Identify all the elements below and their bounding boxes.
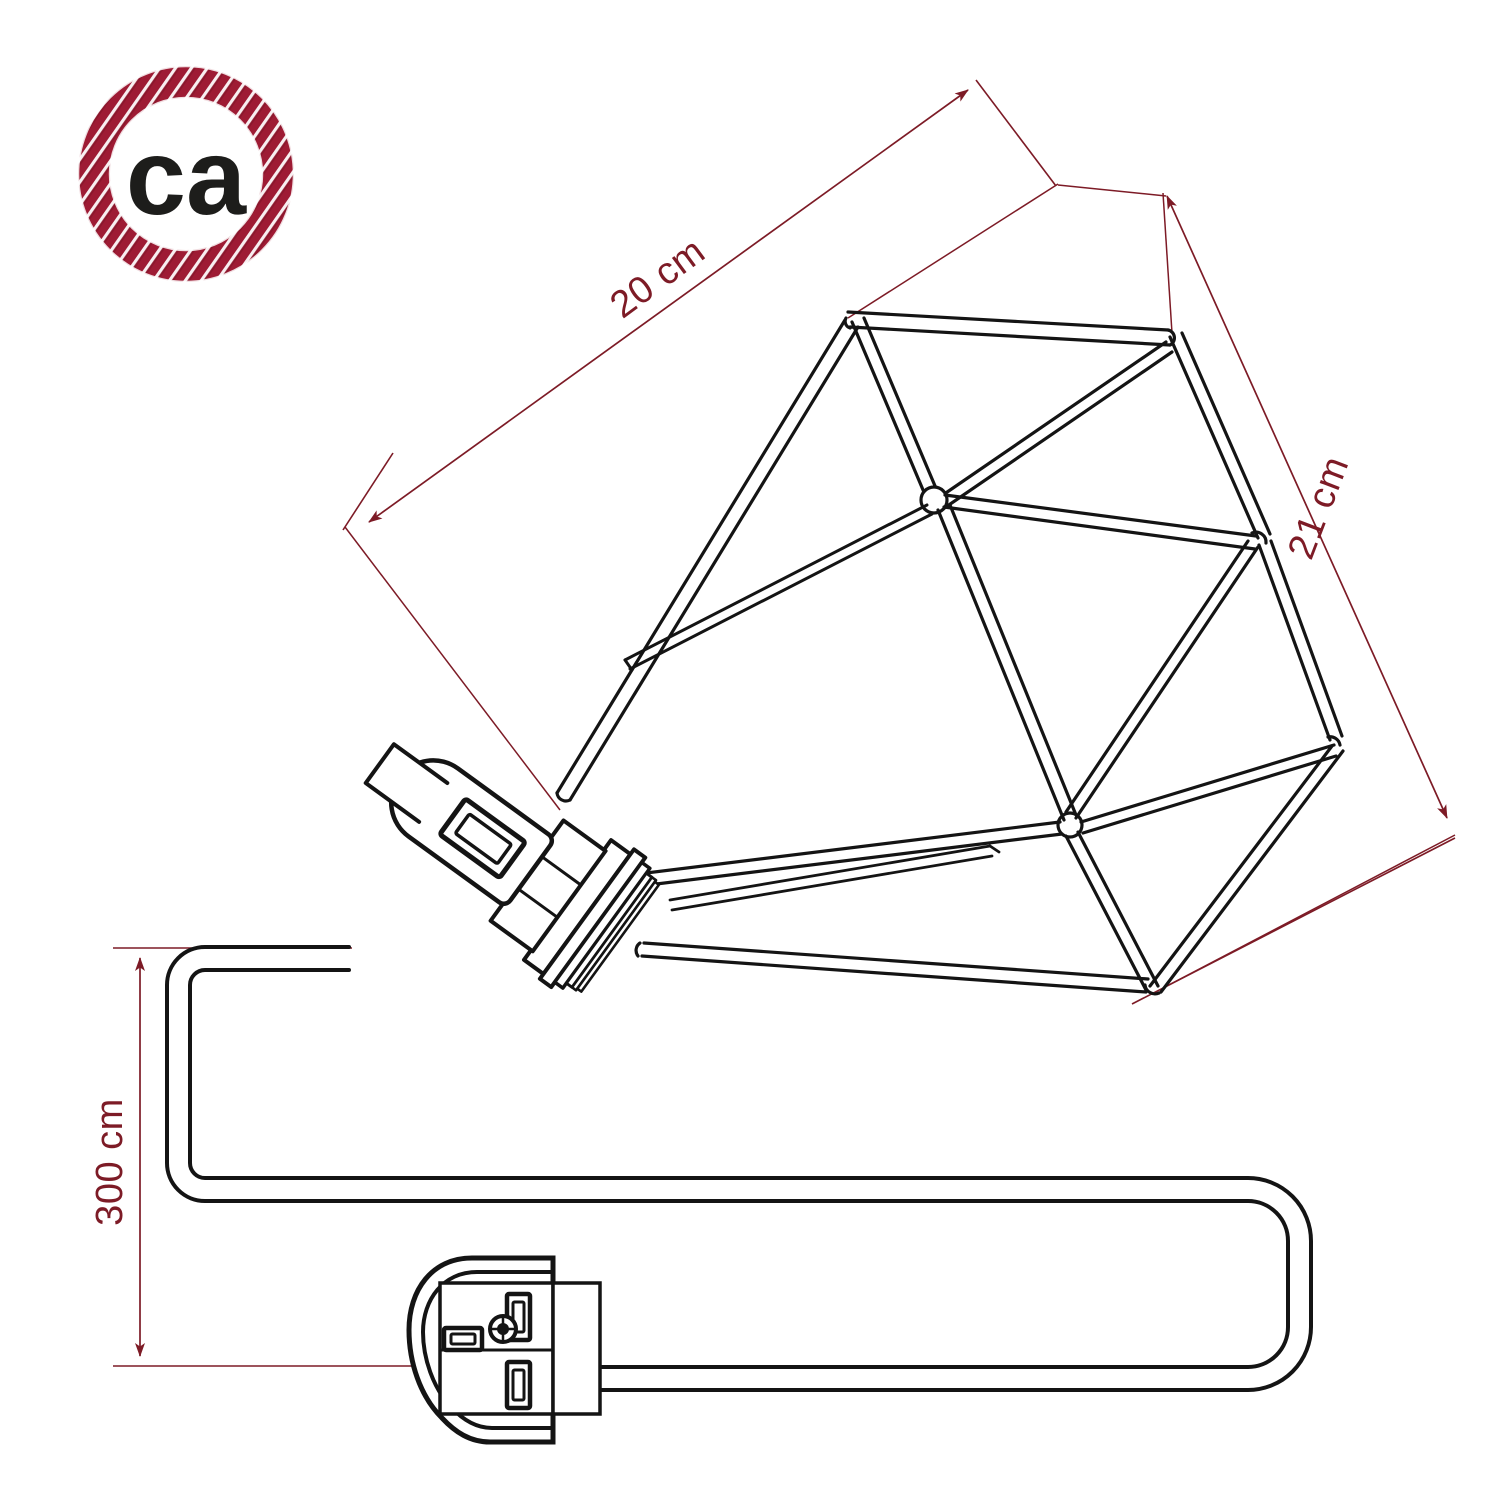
plug-body	[551, 1281, 602, 1416]
dimension-line	[1166, 195, 1448, 819]
uk-plug	[406, 1255, 602, 1445]
lamp-holder	[363, 742, 661, 993]
witness-line	[344, 526, 561, 811]
lampshade-cage	[555, 310, 1345, 996]
extension-line	[975, 79, 1057, 187]
extension-line	[342, 452, 394, 531]
dimension-label-300cm: 300 cm	[89, 1098, 131, 1226]
logo-wordmark: ca	[126, 116, 247, 237]
power-cable	[165, 945, 1313, 1392]
dimension-300cm: 300 cm	[89, 947, 520, 1367]
plug-pin-slot-neutral-inner	[511, 1368, 526, 1402]
dimension-frame	[1057, 184, 1456, 1005]
witness-line	[1162, 192, 1173, 334]
witness-line	[847, 183, 1059, 319]
dimension-line	[368, 89, 969, 523]
ca-rope-logo: ca	[76, 64, 296, 284]
frame-line-bottom	[1131, 837, 1456, 1005]
dimension-label-20cm: 20 cm	[603, 230, 713, 327]
rope-ring-icon	[76, 64, 296, 284]
plug-shell-inner	[420, 1270, 555, 1430]
dimension-21cm: 21 cm	[1162, 192, 1456, 989]
frame-line	[1057, 184, 1167, 197]
dimension-label-21cm: 21 cm	[1280, 451, 1357, 565]
plug-pin-slot-earth-inner	[449, 1332, 477, 1346]
dimension-20cm: 20 cm	[342, 79, 1059, 811]
